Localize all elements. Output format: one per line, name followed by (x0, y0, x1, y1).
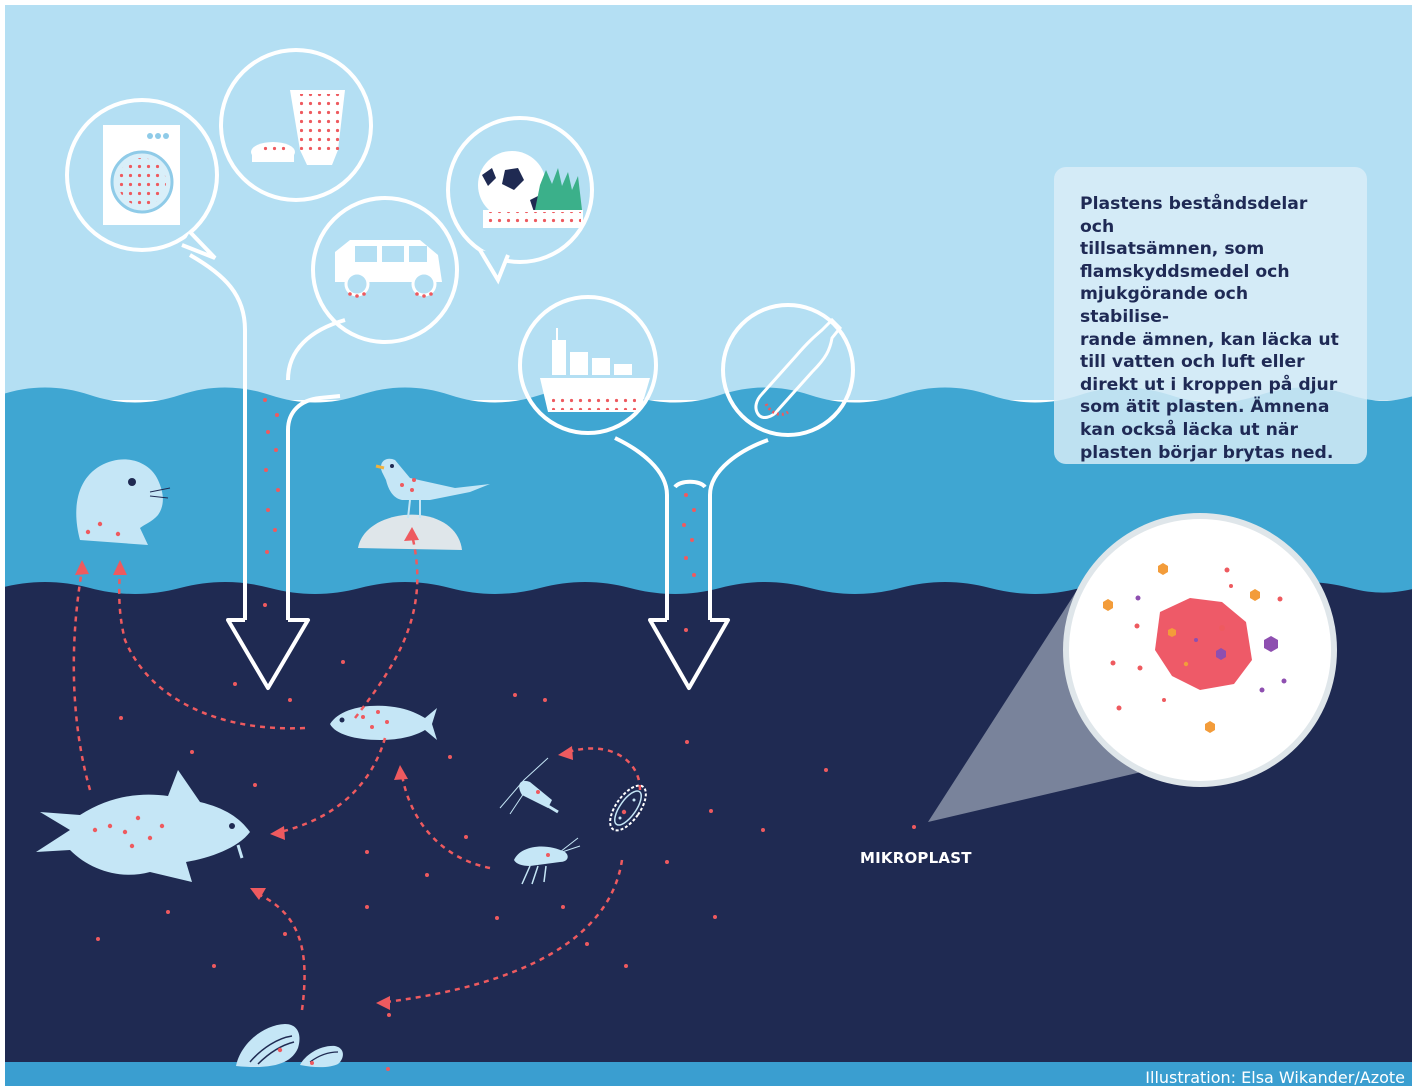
krill-icon (514, 837, 581, 885)
cargo-ship-icon (540, 328, 650, 412)
ship-bubble (518, 295, 658, 435)
info-box: Plastens beståndsdelar och tillsatsämnen… (1054, 167, 1367, 464)
microplastic-particles (96, 660, 916, 1071)
food-web-arrowheads (75, 527, 573, 1010)
plastic-bottle-icon (754, 317, 843, 419)
mussels-icon (236, 1024, 343, 1068)
plastic-fragment (1155, 598, 1252, 690)
cosmetics-bubble (219, 48, 373, 202)
food-web-arrows (72, 534, 642, 1011)
info-text: Plastens beståndsdelar och tillsatsämnen… (1080, 194, 1339, 463)
illustration-credit: Illustration: Elsa Wikander/Azote (1145, 1068, 1405, 1087)
flow-particles (263, 398, 696, 632)
washing-machine-icon (103, 125, 180, 225)
cosmetics-icon (251, 90, 345, 165)
washing-machine-bubble (65, 98, 219, 260)
microplastic-zoom (1063, 513, 1337, 787)
car-tire-icon (335, 240, 442, 298)
turf-bubble (446, 116, 594, 285)
plankton-icon (609, 784, 647, 832)
seal-icon (76, 459, 171, 545)
bottle-bubble (721, 303, 855, 437)
cod-icon (36, 770, 250, 882)
artificial-turf-icon (478, 151, 583, 228)
copepod-icon (499, 757, 559, 815)
sea-sources-arrow (614, 436, 769, 690)
car-bubble (311, 196, 459, 344)
microplastic-label: MIKROPLAST (860, 849, 972, 867)
